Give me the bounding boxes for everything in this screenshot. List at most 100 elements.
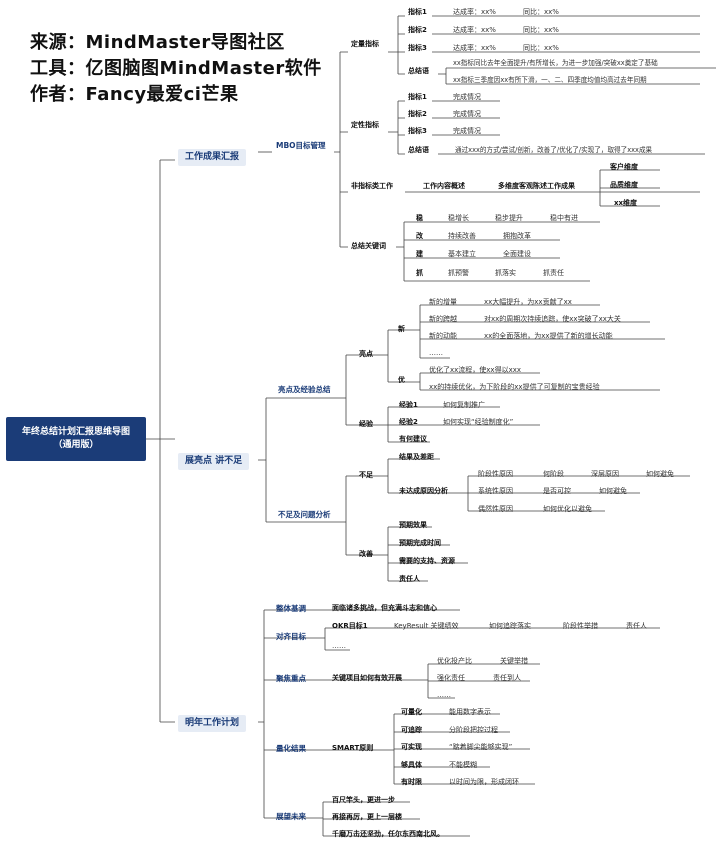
qual-index-node[interactable]: 定性指标 (351, 121, 379, 129)
optimize-node[interactable]: 优 (398, 376, 405, 384)
quant-row-rate: 达成率：xx% (453, 44, 496, 52)
issues-node[interactable]: 不足及问题分析 (278, 510, 331, 519)
smart-desc: 以时间为限，形成闭环 (449, 778, 519, 786)
improve-item: 责任人 (399, 575, 420, 583)
new-item: 新的跨越 (429, 315, 457, 323)
outlook-item: 千磨万击还坚劲，任尔东西南北风。 (332, 830, 444, 838)
quant-index-node[interactable]: 定量指标 (351, 40, 379, 48)
quant-row-yoy: 同比：xx% (523, 26, 559, 34)
keywords-node[interactable]: 总结关键词 (351, 242, 386, 250)
okr-item: 如何追踪落实 (489, 622, 531, 630)
quant-row-rate: 达成率：xx% (453, 8, 496, 16)
quant-row-key: 指标2 (408, 26, 427, 34)
new-item-desc: xx大幅提升，为xx贡献了xx (484, 298, 572, 306)
qual-summary-text: 通过xxx的方式/尝试/创新，改善了/优化了/实现了，取得了xxx成果 (455, 146, 653, 154)
keyword-key: 改 (416, 232, 423, 240)
qual-row-status: 完成情况 (453, 127, 481, 135)
focus-item: 优化投产比 (437, 657, 472, 665)
mbo-node[interactable]: MBO目标管理 (276, 141, 326, 150)
root-title: 年终总结计划汇报思维导图 (21, 427, 130, 437)
author-line: 作者：Fancy最爱ci芒果 (30, 84, 239, 105)
dim-item: xx维度 (614, 199, 638, 207)
root-subtitle: （通用版） (53, 440, 99, 450)
key-project-node[interactable]: 关键项目如何有效开展 (332, 674, 402, 682)
branch-work-results[interactable]: 工作成果汇报 (178, 149, 247, 166)
keyword-item: 稳步提升 (495, 214, 523, 222)
qual-summary-label: 总结语 (408, 146, 429, 154)
smart-desc: 能用数字表示 (449, 708, 491, 716)
branch-highlights-shortcomings[interactable]: 展亮点 讲不足 (178, 453, 250, 470)
source-line: 来源：MindMaster导图社区 (30, 32, 285, 53)
reason-item: 系统性原因 (478, 487, 513, 495)
focus-item: 责任到人 (493, 674, 521, 682)
qual-row-key: 指标3 (408, 127, 427, 135)
smart-desc: 分阶段把控过程 (449, 726, 498, 734)
smart-key: 有时限 (401, 778, 422, 786)
keyword-item: 抓预警 (448, 269, 469, 277)
keyword-item: 抓落实 (495, 269, 516, 277)
quant-summary-2: xx指标三季度因xx有所下滑，一、二、四季度均值均高过去年同期 (453, 76, 647, 84)
work-overview: 工作内容概述 (423, 182, 465, 190)
okr-item: 责任人 (626, 622, 647, 630)
keyword-item: 稳增长 (448, 214, 469, 222)
okr-more: …… (332, 642, 346, 650)
okr-item: KeyResult 关键绩效 (394, 622, 459, 630)
overall-tone-node[interactable]: 整体基调 (276, 604, 306, 613)
dim-item: 品质维度 (610, 181, 638, 189)
new-item: 新的增量 (429, 298, 457, 306)
keyword-key: 抓 (416, 269, 423, 277)
quant-row-key: 指标3 (408, 44, 427, 52)
new-item: 新的动能 (429, 332, 457, 340)
smart-key: 可量化 (401, 708, 422, 716)
quant-summary-label: 总结语 (408, 67, 429, 75)
experience-key: 经验2 (399, 418, 418, 426)
quant-result-node[interactable]: 量化结果 (276, 744, 306, 753)
qual-row-key: 指标2 (408, 110, 427, 118)
dim-item: 客户维度 (610, 163, 638, 171)
experience-node[interactable]: 经验 (359, 420, 373, 428)
improve-item: 预期效果 (399, 521, 427, 529)
reason-node[interactable]: 未达成原因分析 (399, 487, 448, 495)
highlights-node[interactable]: 亮点及经验总结 (278, 385, 331, 394)
reason-item: 是否可控 (543, 487, 571, 495)
align-goal-node[interactable]: 对齐目标 (276, 632, 306, 641)
keyword-item: 抓责任 (543, 269, 564, 277)
keyword-item: 基本建立 (448, 250, 476, 258)
multi-dim-results: 多维度客观陈述工作成果 (498, 182, 575, 190)
reason-item: 何阶段 (543, 470, 564, 478)
overall-tone-text: 面临诸多挑战，但充满斗志和信心 (332, 604, 437, 612)
reason-item: 阶段性原因 (478, 470, 513, 478)
okr-item: 阶段性举措 (563, 622, 598, 630)
experience-item: 如何复制推广 (443, 401, 485, 409)
improve-item: 预期完成时间 (399, 539, 441, 547)
qual-row-key: 指标1 (408, 93, 427, 101)
smart-desc: 不能模糊 (449, 761, 477, 769)
shortfall-node[interactable]: 不足 (359, 471, 373, 479)
experience-item: 如何实现“经验制度化” (443, 418, 514, 426)
outlook-item: 再接再厉，更上一层楼 (332, 813, 402, 821)
points-node[interactable]: 亮点 (359, 350, 373, 358)
branch-next-year-plan[interactable]: 明年工作计划 (178, 715, 247, 732)
root-node[interactable]: 年终总结计划汇报思维导图 （通用版） (6, 417, 146, 461)
new-node[interactable]: 新 (398, 325, 405, 333)
suggestion-node: 有何建议 (399, 435, 427, 443)
keyword-item: 全面建设 (503, 250, 531, 258)
keyword-key: 建 (416, 250, 423, 258)
quant-row-yoy: 同比：xx% (523, 44, 559, 52)
experience-key: 经验1 (399, 401, 418, 409)
quant-row-rate: 达成率：xx% (453, 26, 496, 34)
keyword-key: 稳 (416, 214, 423, 222)
reason-item: 如何优化以避免 (543, 505, 592, 513)
reason-item: 如何避免 (646, 470, 674, 478)
non-index-work-node[interactable]: 非指标类工作 (351, 182, 393, 190)
okr-node[interactable]: OKR目标1 (332, 622, 368, 630)
quant-row-key: 指标1 (408, 8, 427, 16)
focus-node[interactable]: 聚焦重点 (276, 674, 306, 683)
outlook-node[interactable]: 展望未来 (276, 812, 306, 821)
result-gap: 结果及差距 (399, 453, 434, 461)
smart-node[interactable]: SMART原则 (332, 744, 374, 752)
keyword-item: 持续改善 (448, 232, 476, 240)
improve-node[interactable]: 改善 (359, 550, 373, 558)
